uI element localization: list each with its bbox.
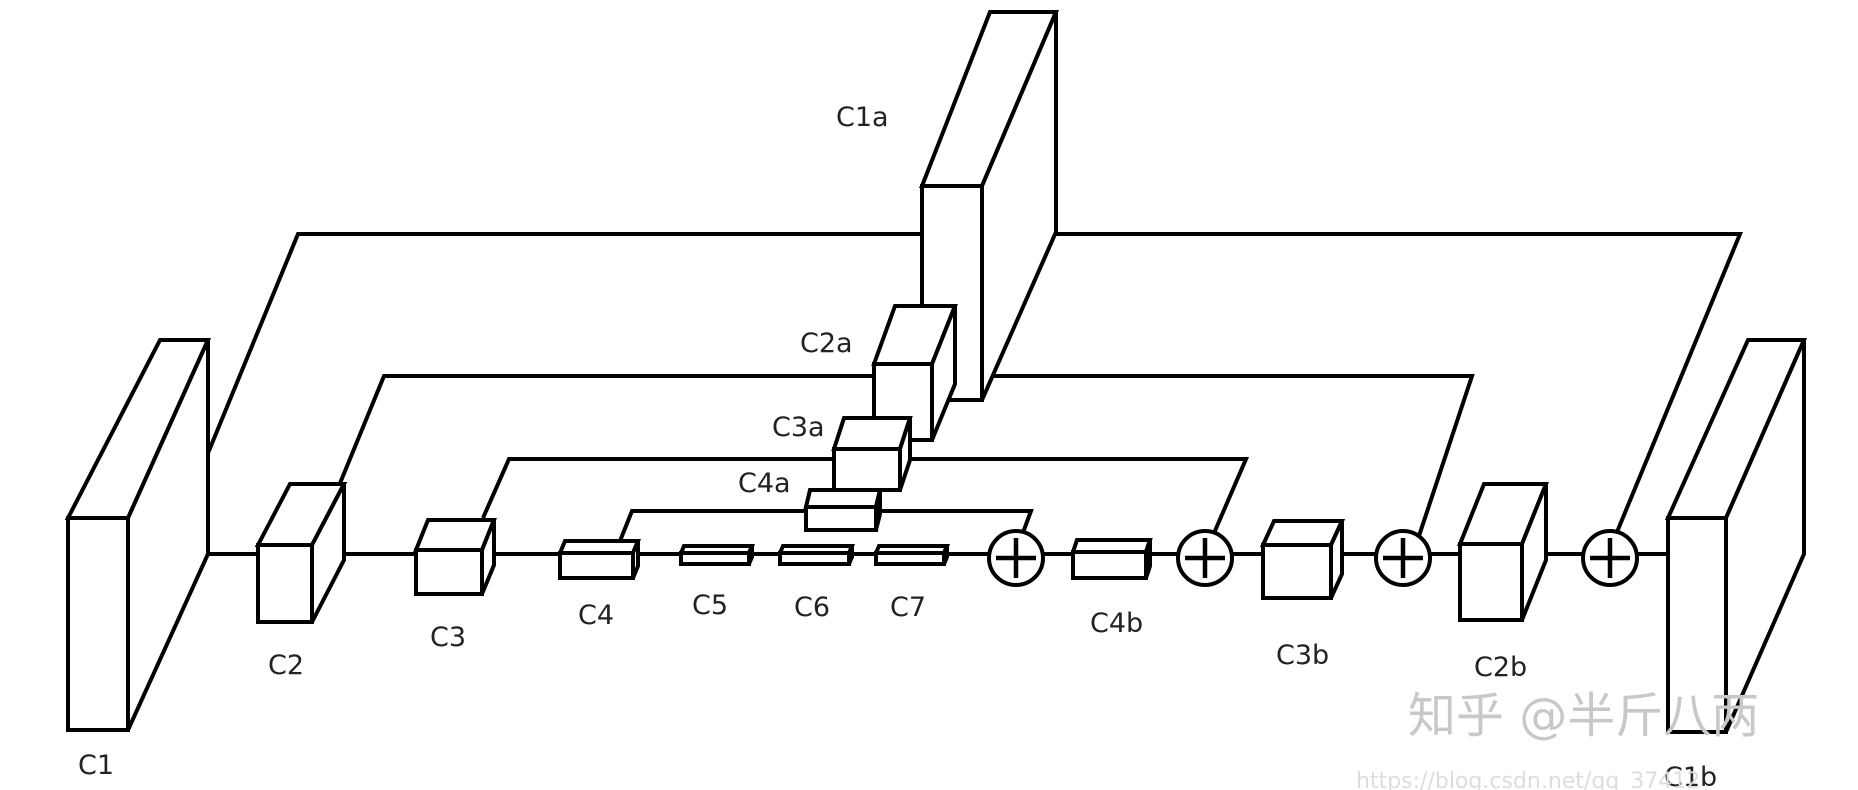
block-c3b xyxy=(1259,519,1346,600)
block-c2 xyxy=(254,482,348,624)
label-c4a: C4a xyxy=(738,468,791,499)
watermark-url: https://blog.csdn.net/qq_37412 xyxy=(1356,769,1700,790)
label-c6: C6 xyxy=(794,592,830,623)
label-c3a: C3a xyxy=(772,412,825,443)
watermark-text: 知乎 @半斤八两 xyxy=(1408,688,1759,744)
block-c2a xyxy=(871,304,958,442)
label-c1b: C1b xyxy=(1664,762,1717,790)
plus-circle-icon xyxy=(1176,529,1234,587)
label-c1: C1 xyxy=(78,750,114,781)
label-c4: C4 xyxy=(578,600,614,631)
block-c1a xyxy=(919,10,1060,402)
block-c1 xyxy=(64,338,212,732)
block-c5 xyxy=(677,544,756,566)
label-c3: C3 xyxy=(430,622,466,653)
block-c6 xyxy=(776,544,856,566)
label-c4b: C4b xyxy=(1090,608,1143,639)
block-c1b xyxy=(1664,338,1808,734)
label-c3b: C3b xyxy=(1276,640,1329,671)
label-c5: C5 xyxy=(692,590,728,621)
block-c7 xyxy=(872,544,951,566)
block-c3 xyxy=(413,518,497,596)
block-c4 xyxy=(557,539,641,580)
label-c2a: C2a xyxy=(800,328,853,359)
plus-circle-icon xyxy=(1374,529,1432,587)
block-c4b xyxy=(1070,538,1153,580)
label-c2: C2 xyxy=(268,650,304,681)
label-c1a: C1a xyxy=(836,102,889,133)
plus-circle-icon xyxy=(987,529,1045,587)
label-c2b: C2b xyxy=(1474,652,1527,683)
block-c4a xyxy=(803,488,883,532)
block-c2b xyxy=(1457,482,1549,622)
plus-circle-icon xyxy=(1581,529,1639,587)
label-c7: C7 xyxy=(890,592,926,623)
block-c3a xyxy=(831,416,913,492)
